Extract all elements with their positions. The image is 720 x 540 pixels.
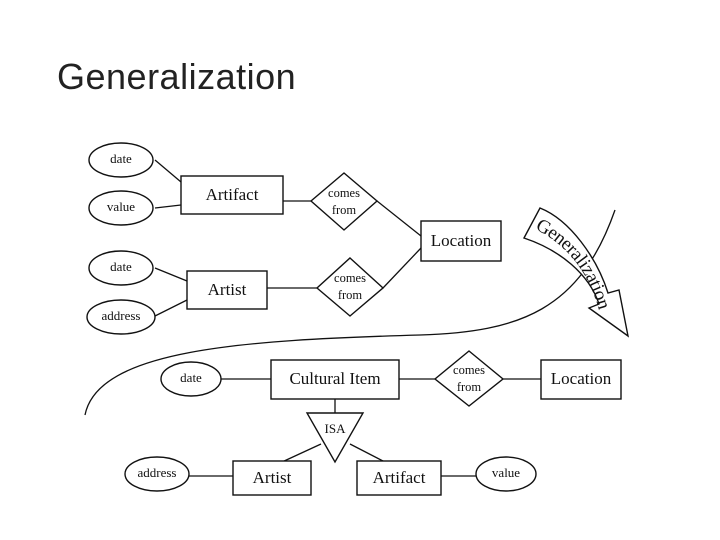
attribute-value-artifact-bottom-label: value xyxy=(492,465,520,480)
entity-location-bottom-label: Location xyxy=(551,369,612,388)
generalization-arrow: Generalization xyxy=(522,207,630,338)
entity-cultural-item xyxy=(270,359,400,400)
entity-location-top-label: Location xyxy=(431,231,492,250)
attribute-date-cultural-item xyxy=(160,361,222,397)
relationship-comes-from-1-line2: from xyxy=(332,203,357,217)
attribute-value-artifact-bottom xyxy=(475,456,537,492)
relationship-comes-from-bottom-line2: from xyxy=(457,380,482,394)
line-artist-date xyxy=(154,267,188,282)
entity-cultural-item-label: Cultural Item xyxy=(289,369,380,388)
entity-artifact-top xyxy=(180,175,284,215)
attribute-date-artifact xyxy=(88,142,154,178)
isa-triangle xyxy=(305,412,365,464)
arrow-label: Generalization xyxy=(532,215,614,313)
relationship-comes-from-bottom xyxy=(433,350,505,407)
line-artifact-value xyxy=(154,204,182,209)
relationship-comes-from-2 xyxy=(315,257,385,317)
relationship-comes-from-bottom-line1: comes xyxy=(453,363,485,377)
entity-artist-bottom xyxy=(232,460,312,496)
entity-artifact-bottom xyxy=(356,460,442,496)
slide-title: Generalization xyxy=(57,56,297,97)
line-rel2-location xyxy=(382,247,422,289)
attribute-date-cultural-item-label: date xyxy=(180,370,202,385)
entity-artifact-bottom-label: Artifact xyxy=(373,468,426,487)
attribute-date-artist-label: date xyxy=(110,259,132,274)
top-section: date value Artifact date address Artist … xyxy=(86,142,502,335)
attribute-address-artist-label: address xyxy=(102,308,141,323)
line-artist-address xyxy=(154,299,188,317)
attribute-date-artifact-label: date xyxy=(110,151,132,166)
connector-lines xyxy=(84,159,616,477)
relationship-comes-from-2-line1: comes xyxy=(334,271,366,285)
arrow-body xyxy=(522,207,630,338)
entity-artist-top-label: Artist xyxy=(208,280,247,299)
entity-artifact-top-label: Artifact xyxy=(206,185,259,204)
relationship-comes-from-1-line1: comes xyxy=(328,186,360,200)
entity-artist-top xyxy=(186,270,268,310)
entity-location-bottom xyxy=(540,359,622,400)
separator-curve xyxy=(84,209,616,416)
line-isa-artist xyxy=(281,443,322,463)
relationship-comes-from-1 xyxy=(309,172,379,231)
attribute-address-artist-bottom-label: address xyxy=(138,465,177,480)
entity-artist-bottom-label: Artist xyxy=(253,468,292,487)
attribute-value-artifact-label: value xyxy=(107,199,135,214)
line-artifact-date xyxy=(154,159,182,183)
line-rel1-location xyxy=(376,200,422,237)
attribute-value-artifact xyxy=(88,190,154,226)
attribute-address-artist-bottom xyxy=(124,456,190,492)
relationship-comes-from-2-line2: from xyxy=(338,288,363,302)
isa-label: ISA xyxy=(325,421,347,436)
entity-location-top xyxy=(420,220,502,262)
attribute-date-artist xyxy=(88,250,154,286)
bottom-section: date Cultural Item comes from Location I… xyxy=(124,350,622,496)
attribute-address-artist xyxy=(86,299,156,335)
line-isa-artifact xyxy=(349,443,386,463)
